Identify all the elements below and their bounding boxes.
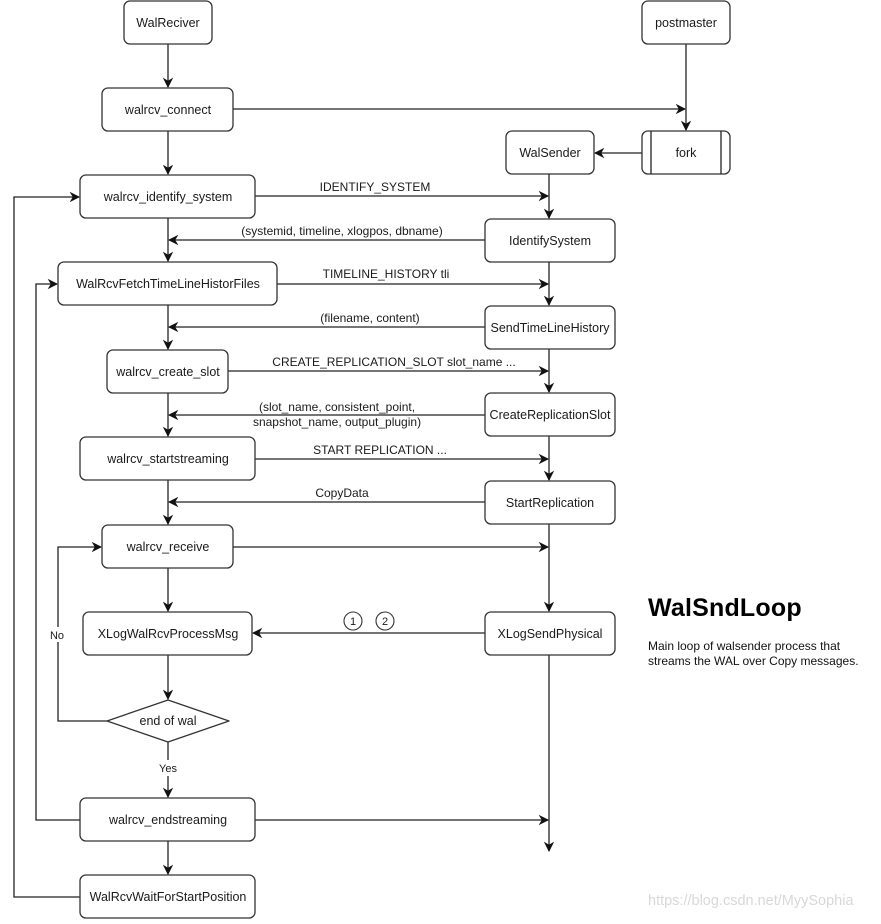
node-end-of-wal-label: end of wal (140, 714, 197, 728)
node-postmaster[interactable]: postmaster (641, 0, 731, 45)
edge-labels: IDENTIFY_SYSTEM (systemid, timeline, xlo… (46, 180, 516, 775)
node-walrcv-receive[interactable]: walrcv_receive (101, 524, 234, 569)
node-walrcv-identify-system[interactable]: walrcv_identify_system (79, 174, 256, 219)
label-identify-system-reply: (systemid, timeline, xlogpos, dbname) (241, 224, 442, 238)
sender-nodes: postmaster fork WalSender IdentifySystem… (484, 0, 731, 656)
label-identify-system-cmd: IDENTIFY_SYSTEM (320, 180, 431, 194)
node-wait-for-start-position-label: WalRcvWaitForStartPosition (90, 890, 247, 904)
node-fetch-timeline-history-label: WalRcvFetchTimeLineHistorFiles (76, 277, 260, 291)
node-walrcv-identify-system-label: walrcv_identify_system (103, 190, 233, 204)
walsndloop-title: WalSndLoop (648, 594, 802, 622)
marker-1-label: 1 (350, 616, 356, 628)
label-start-replication-cmd: START REPLICATION ... (313, 443, 447, 457)
label-copydata: CopyData (315, 486, 369, 500)
node-xlog-walrcv-process-msg[interactable]: XLogWalRcvProcessMsg (82, 611, 253, 656)
node-send-timeline-history-label: SendTimeLineHistory (490, 321, 610, 335)
node-start-replication-label: StartReplication (506, 496, 594, 510)
node-end-of-wal-decision[interactable]: end of wal (106, 699, 230, 743)
node-walrcv-connect-label: walrcv_connect (124, 103, 212, 117)
node-walrcv-create-slot[interactable]: walrcv_create_slot (106, 349, 229, 394)
label-create-slot-reply-line1: (slot_name, consistent_point, (259, 400, 415, 414)
node-start-replication[interactable]: StartReplication (484, 480, 616, 525)
node-xlog-send-physical[interactable]: XLogSendPhysical (484, 611, 616, 656)
node-walsender-label: WalSender (519, 146, 580, 160)
node-walsender[interactable]: WalSender (505, 130, 595, 175)
node-fork[interactable]: fork (641, 130, 731, 175)
node-walreciver[interactable]: WalReciver (123, 0, 213, 45)
label-create-slot-reply-line2: snapshot_name, output_plugin) (253, 415, 421, 429)
node-create-replication-slot-label: CreateReplicationSlot (490, 408, 611, 422)
node-xlog-walrcv-process-msg-label: XLogWalRcvProcessMsg (98, 627, 239, 641)
node-identify-system[interactable]: IdentifySystem (484, 218, 616, 263)
marker-1: 1 (343, 611, 363, 631)
node-walrcv-endstreaming-label: walrcv_endstreaming (108, 813, 227, 827)
marker-2: 2 (375, 611, 395, 631)
node-walreciver-label: WalReciver (136, 16, 199, 30)
receiver-nodes: WalReciver walrcv_connect walrcv_identif… (57, 0, 278, 919)
connectors (13, 44, 692, 898)
node-xlog-send-physical-label: XLogSendPhysical (498, 627, 603, 641)
node-identify-system-label: IdentifySystem (509, 234, 591, 248)
label-no: No (50, 630, 64, 642)
node-walrcv-receive-label: walrcv_receive (126, 540, 210, 554)
node-walrcv-endstreaming[interactable]: walrcv_endstreaming (79, 797, 256, 842)
edge-endstreaming-loop (35, 278, 80, 821)
node-create-replication-slot[interactable]: CreateReplicationSlot (484, 392, 616, 437)
label-timeline-history-reply: (filename, content) (320, 311, 419, 325)
label-no-bg (46, 627, 70, 642)
walsndloop-description: Main loop of walsender process that stre… (648, 639, 859, 668)
node-walrcv-connect[interactable]: walrcv_connect (101, 87, 234, 132)
label-yes: Yes (159, 763, 177, 775)
edge-wait-loop (13, 191, 81, 898)
node-postmaster-label: postmaster (655, 16, 717, 30)
node-send-timeline-history[interactable]: SendTimeLineHistory (484, 305, 616, 350)
node-fork-label: fork (676, 146, 698, 160)
node-wait-for-start-position[interactable]: WalRcvWaitForStartPosition (79, 874, 256, 919)
label-timeline-history-cmd: TIMELINE_HISTORY tli (323, 267, 450, 281)
marker-2-label: 2 (382, 616, 388, 628)
node-walrcv-startstreaming[interactable]: walrcv_startstreaming (79, 436, 256, 481)
node-walrcv-create-slot-label: walrcv_create_slot (115, 365, 220, 379)
watermark: https://blog.csdn.net/MyySophia (648, 893, 854, 909)
walsndloop-note: WalSndLoop Main loop of walsender proces… (648, 594, 863, 669)
node-walrcv-startstreaming-label: walrcv_startstreaming (106, 452, 229, 466)
node-fetch-timeline-history[interactable]: WalRcvFetchTimeLineHistorFiles (57, 261, 278, 306)
label-create-slot-cmd: CREATE_REPLICATION_SLOT slot_name ... (272, 355, 515, 369)
